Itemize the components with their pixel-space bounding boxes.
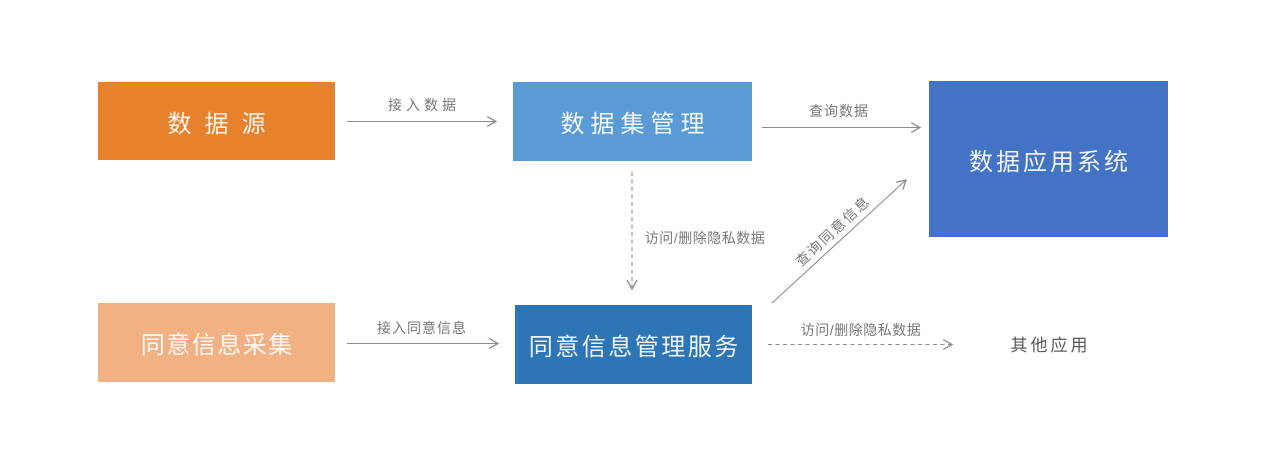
node-data-application-system-label: 数据应用系统 — [969, 148, 1131, 176]
edge-label-query-data: 查询数据 — [809, 103, 869, 119]
node-dataset-management-label: 数据集管理 — [560, 111, 711, 138]
node-dataset-management: 数据集管理 — [513, 82, 752, 161]
edge-label-query-consent-info: 查询同意信息 — [792, 192, 874, 270]
node-consent-info-management-service-label: 同意信息管理服务 — [528, 334, 741, 361]
node-data-source: 数据源 — [98, 82, 335, 160]
node-consent-info-collection-label: 同意信息采集 — [140, 332, 294, 359]
node-other-applications-label: 其他应用 — [1010, 335, 1091, 355]
edge-label-access-data: 接入数据 — [388, 97, 460, 113]
edge-label-access-delete-private-data-right: 访问/删除隐私数据 — [800, 322, 922, 338]
node-data-source-label: 数据源 — [167, 110, 279, 138]
node-consent-info-management-service: 同意信息管理服务 — [515, 305, 752, 384]
node-data-application-system: 数据应用系统 — [929, 81, 1168, 237]
node-consent-info-collection: 同意信息采集 — [98, 303, 335, 382]
node-other-applications: 其他应用 — [970, 318, 1128, 368]
edge-label-access-consent-info: 接入同意信息 — [377, 320, 467, 336]
edge-label-access-delete-private-data-down: 访问/删除隐私数据 — [644, 230, 766, 246]
edge-query-consent-info — [771, 179, 907, 304]
